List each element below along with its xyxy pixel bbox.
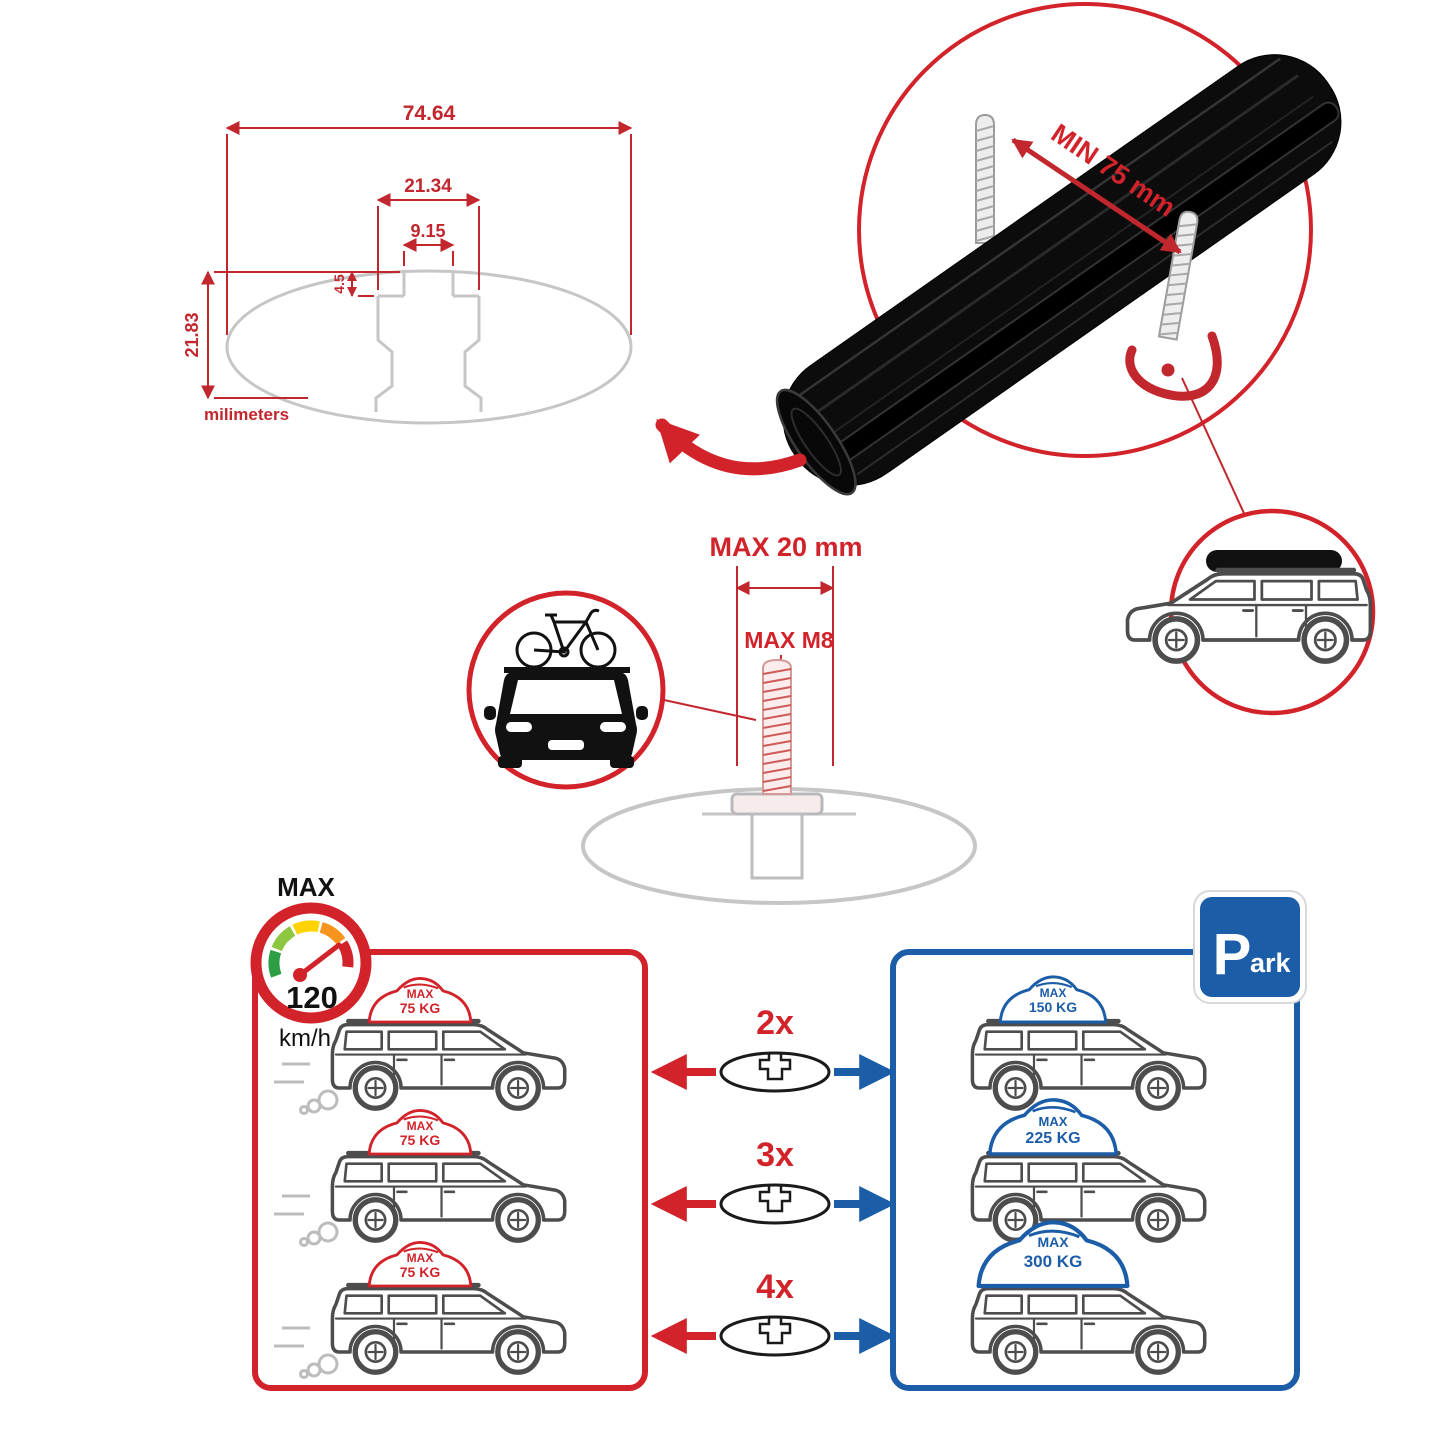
bar-profile-ellipse <box>225 269 633 425</box>
crossbar-ellipse-icon <box>719 1051 831 1093</box>
bolt-width-label: MAX 20 mm <box>709 532 862 562</box>
bolt-thread-icon <box>762 658 792 795</box>
park-sign-ark: ark <box>1250 948 1292 978</box>
multiplier-column: 2x 3x 4x <box>650 1004 896 1357</box>
park-sign-p: P <box>1213 922 1252 987</box>
multiplier-label: 2x <box>756 1004 794 1042</box>
pod-load-label: 75 KG <box>400 1000 441 1016</box>
gauge-max-label: MAX <box>277 872 335 902</box>
bike-car-badge <box>466 590 757 790</box>
parked-panel: MAX 150 KG MAX 225 KG MAX 300 KG P ark <box>890 890 1307 1391</box>
crossbar-ellipse-icon <box>719 1315 831 1357</box>
dim-lip-height: 4.5 <box>331 274 347 294</box>
multiplier-label: 3x <box>756 1136 794 1174</box>
dimension-lines <box>201 121 633 400</box>
leader-to-suv-badge <box>1181 377 1249 523</box>
dim-slot-width: 9.15 <box>410 221 445 241</box>
clamp-rod-rear-icon <box>975 114 995 244</box>
crossbar-3d-view: MIN 75 mm <box>655 2 1342 523</box>
min-clamp-arrow <box>1011 137 1182 255</box>
dim-unit-label: milimeters <box>204 405 289 424</box>
crossbar-ellipse-icon <box>719 1183 831 1225</box>
pod-max-label: MAX <box>407 1251 434 1265</box>
pod-load-label: 300 KG <box>1024 1252 1083 1271</box>
pod-load-label: 75 KG <box>400 1132 441 1148</box>
driving-panel: MAX 75 KG MAX 75 KG MAX 75 KG <box>252 949 648 1391</box>
car-front-icon <box>484 672 648 768</box>
bolt-stem <box>750 812 804 880</box>
pod-load-label: 150 KG <box>1029 999 1077 1015</box>
pod-load-label: 225 KG <box>1025 1130 1080 1147</box>
pod-max-label: MAX <box>407 1119 434 1133</box>
pointer-arrow-to-section <box>655 418 807 476</box>
bolt-diagram: MAX 20 mm MAX M8 <box>581 532 977 905</box>
suv-roofbox-badge <box>1128 508 1376 716</box>
roof-box-icon <box>1206 550 1342 572</box>
pod-max-label: MAX <box>407 987 434 1001</box>
pod-max-label: MAX <box>1039 1114 1068 1129</box>
bar-profile-slot <box>374 272 483 412</box>
clamp-hook-dot <box>1161 363 1175 377</box>
multiplier-label: 4x <box>756 1268 794 1306</box>
dim-total-width: 74.64 <box>403 102 456 125</box>
crossbar-body <box>775 54 1342 496</box>
bolt-thread-label: MAX M8 <box>744 627 834 653</box>
park-sign: P ark <box>1193 890 1307 1004</box>
gauge-needle <box>297 942 342 978</box>
bolt-flange <box>730 792 824 816</box>
pod-load-label: 75 KG <box>400 1264 441 1280</box>
clamp-hook-icon <box>1125 331 1222 401</box>
crossbar-cross-section-diagram: 74.64 21.34 9.15 4.5 21.83 milimeters <box>182 102 633 425</box>
gauge-arc-segments <box>268 920 354 978</box>
speed-limit-gauge: MAX 120 km/h <box>250 872 372 1052</box>
detail-circle <box>857 2 1313 458</box>
pod-max-label: MAX <box>1037 1234 1069 1250</box>
gauge-value: 120 <box>286 980 338 1015</box>
gauge-unit: km/h <box>279 1025 331 1052</box>
leader-to-bolt <box>663 699 757 721</box>
pod-max-label: MAX <box>1040 986 1067 1000</box>
dim-total-height: 21.83 <box>182 312 202 357</box>
gauge-needle-hub <box>293 968 307 982</box>
dim-inner-width: 21.34 <box>404 176 452 197</box>
